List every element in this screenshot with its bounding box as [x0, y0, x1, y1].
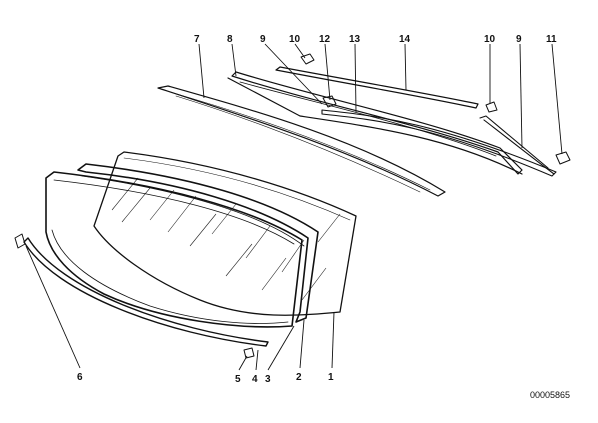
- callout-3: 3: [265, 374, 271, 385]
- callout-10-right: 10: [484, 34, 496, 45]
- glass-reflection-hatch: [112, 178, 340, 300]
- seal-strip-part: [158, 86, 445, 196]
- callout-9-right: 9: [516, 34, 522, 45]
- callout-2: 2: [296, 372, 302, 383]
- callout-labels: 7 8 9 10 12 13 14 10 9 11 6 5 4 3 2 1: [77, 34, 557, 385]
- callout-5: 5: [235, 374, 241, 385]
- outer-trim-part: [46, 172, 302, 327]
- callout-4: 4: [252, 374, 258, 385]
- callout-10-left: 10: [289, 34, 301, 45]
- reference-code: 00005865: [530, 390, 570, 400]
- callout-14: 14: [399, 34, 411, 45]
- callout-13: 13: [349, 34, 361, 45]
- callout-12: 12: [319, 34, 331, 45]
- callout-11: 11: [546, 34, 557, 45]
- callout-8: 8: [227, 34, 233, 45]
- callout-7: 7: [194, 34, 200, 45]
- upper-trim-frame-part: [228, 72, 522, 174]
- callout-1: 1: [328, 372, 334, 383]
- windshield-glass-part: [94, 152, 356, 315]
- leader-lines: [26, 44, 562, 370]
- clip-parts: [15, 54, 570, 358]
- callout-9-left: 9: [260, 34, 266, 45]
- callout-6: 6: [77, 372, 83, 383]
- finisher-strip-part: [24, 238, 268, 346]
